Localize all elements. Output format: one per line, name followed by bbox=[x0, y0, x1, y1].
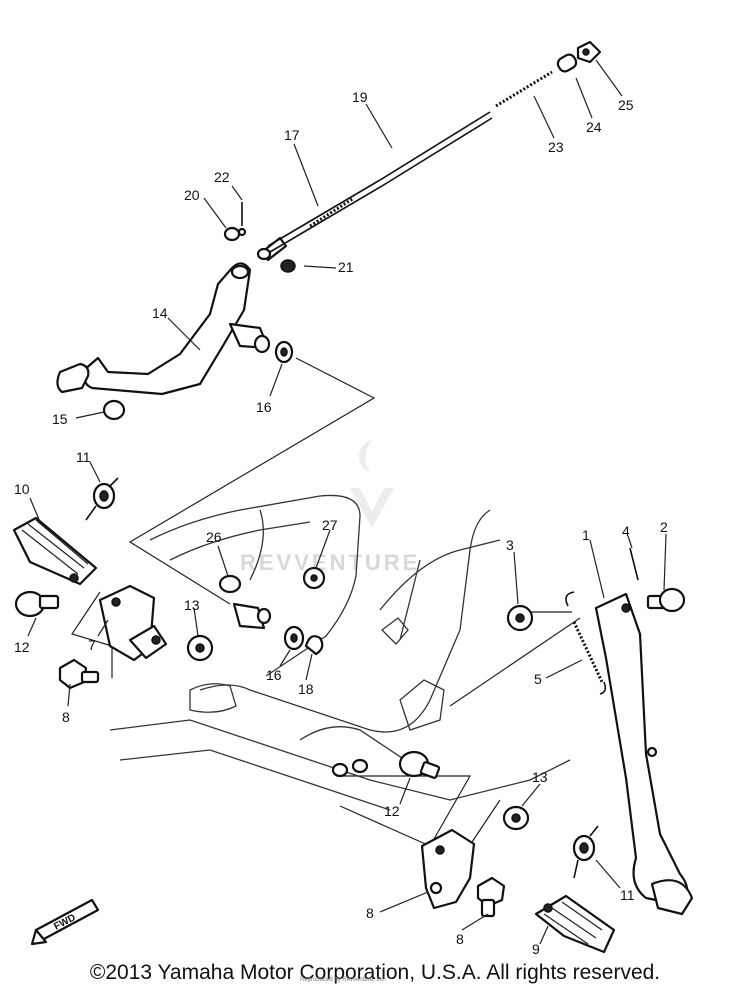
spring-23 bbox=[495, 70, 553, 108]
brake-rod bbox=[256, 111, 493, 262]
callout-10: 10 bbox=[14, 481, 30, 497]
spring-11-right bbox=[572, 825, 599, 879]
callout-13-right: 13 bbox=[532, 769, 548, 785]
bolt-12-right bbox=[398, 750, 441, 779]
bolt-2 bbox=[646, 587, 686, 613]
callout-15: 15 bbox=[52, 411, 68, 427]
right-footrest-9 bbox=[534, 894, 616, 954]
callout-5: 5 bbox=[534, 671, 542, 687]
callout-23: 23 bbox=[548, 139, 564, 155]
callout-1: 1 bbox=[582, 527, 590, 543]
nut-25 bbox=[576, 40, 602, 64]
callout-16-lower: 16 bbox=[266, 667, 282, 683]
leader-lines bbox=[71, 357, 581, 861]
callout-8-bolt: 8 bbox=[456, 931, 464, 947]
callout-19: 19 bbox=[352, 89, 368, 105]
callout-8-left: 8 bbox=[62, 709, 70, 725]
fwd-arrow-icon: FWD bbox=[30, 898, 100, 946]
credit-text: Reproduced by Revventure, Inc. bbox=[300, 977, 387, 983]
nut-3 bbox=[506, 604, 534, 632]
nut-13-left bbox=[186, 634, 214, 662]
nut-21 bbox=[280, 259, 296, 273]
callout-25: 25 bbox=[618, 97, 634, 113]
watermark-text: REVVENTURE bbox=[240, 550, 420, 575]
copyright-notice: ©2013 Yamaha Motor Corporation, U.S.A. A… bbox=[89, 961, 661, 984]
callout-14: 14 bbox=[152, 305, 168, 321]
nut-27 bbox=[302, 566, 326, 590]
callout-13-left: 13 bbox=[184, 597, 200, 613]
callout-8-right: 8 bbox=[366, 905, 374, 921]
callout-12-right: 12 bbox=[384, 803, 400, 819]
left-footrest-10 bbox=[12, 516, 98, 586]
callout-16-upper: 16 bbox=[256, 399, 272, 415]
callout-labels: 19 17 23 24 25 20 22 21 14 15 16 11 10 1… bbox=[14, 89, 668, 957]
callout-27: 27 bbox=[322, 517, 338, 533]
pin-20 bbox=[223, 226, 241, 242]
callout-12-left: 12 bbox=[14, 639, 30, 655]
callout-9: 9 bbox=[532, 941, 540, 957]
washer-16-upper bbox=[274, 340, 294, 364]
frame bbox=[109, 494, 571, 811]
callout-20: 20 bbox=[184, 187, 200, 203]
pin-22 bbox=[237, 202, 247, 237]
callout-24: 24 bbox=[586, 119, 602, 135]
brake-pedal bbox=[56, 262, 271, 396]
callout-22: 22 bbox=[214, 169, 230, 185]
callout-2: 2 bbox=[660, 519, 668, 535]
callout-17: 17 bbox=[284, 127, 300, 143]
pivot-shaft-26 bbox=[218, 574, 272, 630]
bolt-8-left bbox=[58, 658, 100, 690]
bracket-7 bbox=[98, 584, 168, 662]
pin-4 bbox=[629, 547, 639, 581]
callout-11-right: 11 bbox=[620, 887, 635, 903]
callout-leaders bbox=[27, 59, 667, 945]
callout-4: 4 bbox=[622, 523, 630, 539]
nut-13-right bbox=[502, 805, 530, 831]
cotter-pin-15 bbox=[102, 399, 126, 421]
bolt-12-left bbox=[14, 590, 60, 618]
clip-18 bbox=[304, 635, 324, 656]
small-washers bbox=[331, 758, 369, 778]
spring-5 bbox=[565, 591, 607, 695]
callout-11-left: 11 bbox=[76, 449, 91, 465]
bolt-8-right bbox=[476, 876, 506, 918]
spring-11-left bbox=[85, 477, 119, 521]
callout-7: 7 bbox=[88, 637, 96, 653]
callout-3: 3 bbox=[506, 537, 514, 553]
washer-16-lower bbox=[283, 625, 305, 651]
callout-26: 26 bbox=[206, 529, 222, 545]
callout-21: 21 bbox=[338, 259, 354, 275]
watermark-logo bbox=[350, 440, 394, 528]
adjusting-nut-24 bbox=[556, 53, 578, 73]
sidestand-1 bbox=[594, 592, 694, 916]
bracket-8-right bbox=[420, 828, 476, 910]
callout-18: 18 bbox=[298, 681, 314, 697]
fwd-label: FWD bbox=[52, 912, 77, 932]
